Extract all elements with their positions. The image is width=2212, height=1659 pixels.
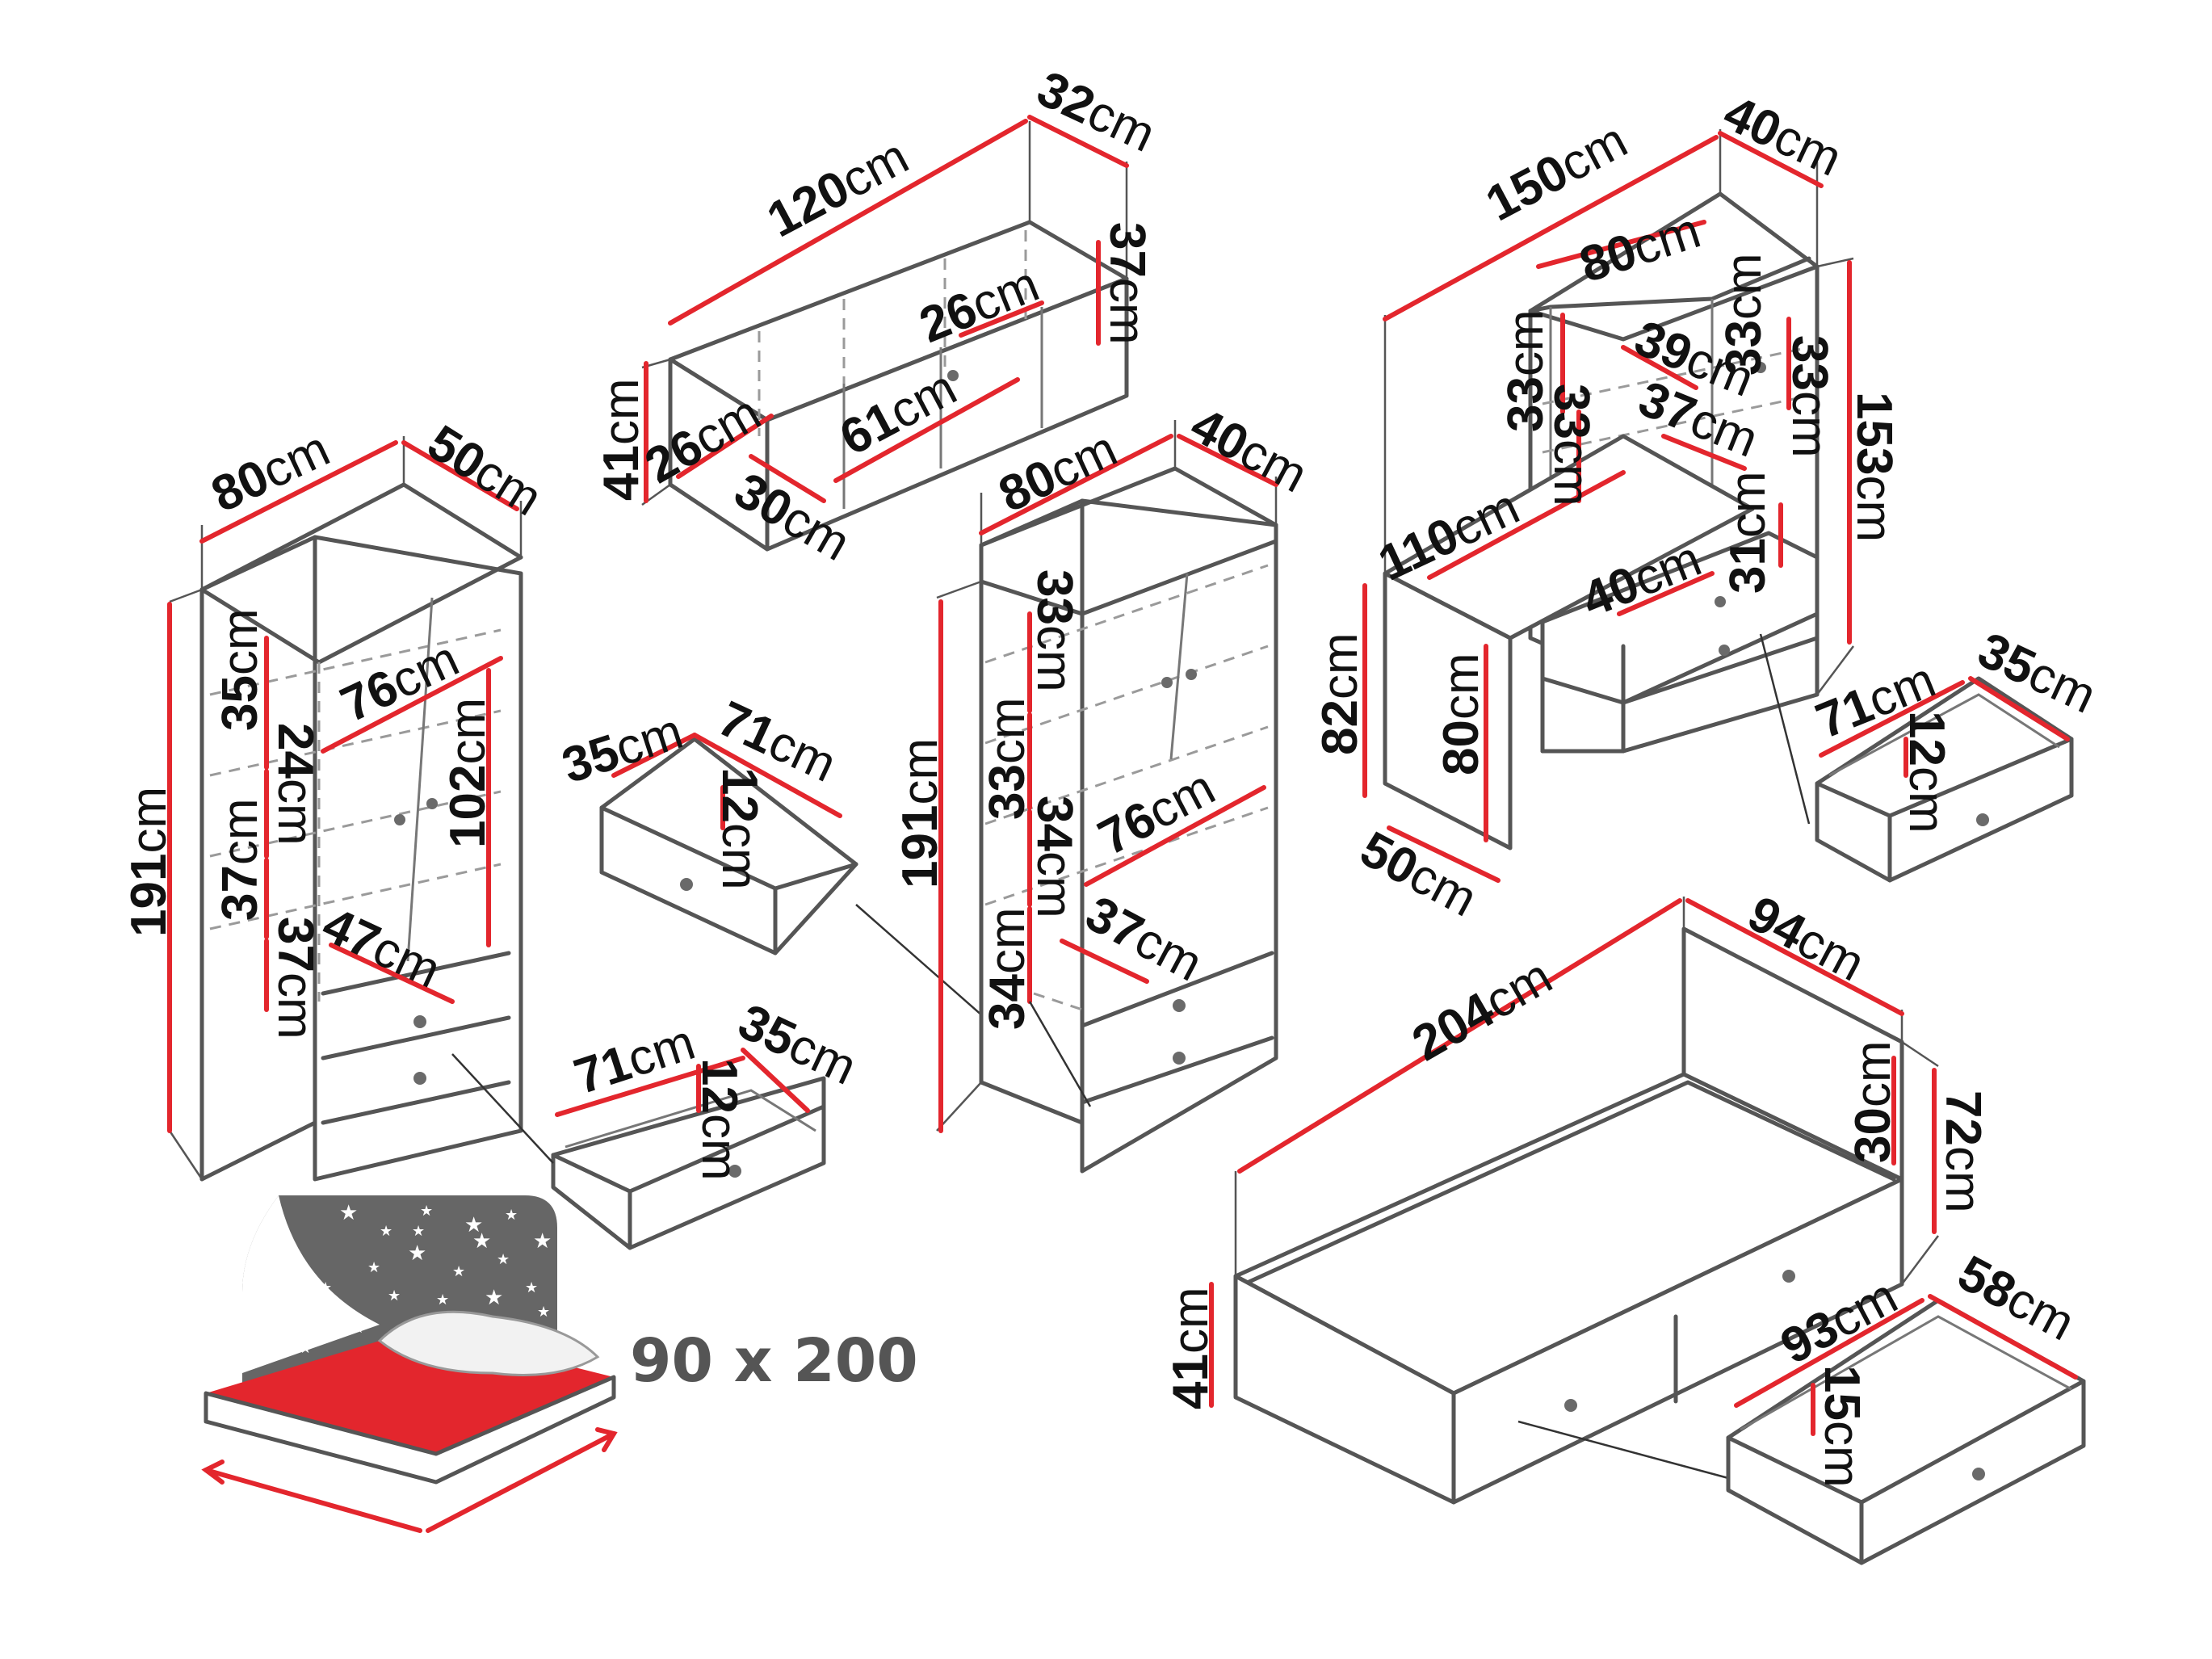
star-icon: ★ [299, 1340, 312, 1357]
star-icon: ★ [339, 1201, 358, 1225]
star-icon: ★ [388, 1287, 401, 1304]
star-icon: ★ [380, 1223, 392, 1240]
star-icon: ★ [436, 1292, 449, 1308]
dim-desk-leg-height: 80cm [1433, 653, 1489, 775]
dim-desk-side-height: 31cm [1720, 471, 1776, 594]
bed-size-icon: ★★★★★★★★★★★★★★★★★★★★ 90 x 200 [201, 1195, 918, 1533]
dim-bed-height: 41cm [1163, 1287, 1219, 1409]
bed [1209, 897, 1939, 1505]
star-icon: ★ [347, 1314, 366, 1338]
dim-desk-shelf-c: 33cm [1716, 253, 1772, 376]
dim-hanging-depth: 32cm [1029, 61, 1164, 163]
dim-bed-back-height: 30cm [1845, 1040, 1901, 1163]
star-icon: ★ [485, 1286, 503, 1310]
star-icon: ★ [367, 1259, 380, 1276]
star-icon: ★ [537, 1304, 550, 1321]
dim-desk-drawer-height: 12cm [1899, 711, 1954, 834]
dim-shelf-depth: 40cm [1182, 397, 1316, 503]
star-icon: ★ [452, 1263, 465, 1280]
dim-desk-top-height: 153cm [1846, 392, 1902, 542]
dim-shelf-comp-c: 34cm [1026, 796, 1082, 918]
dim-wardrobe-shelf-c: 37cm [212, 798, 268, 921]
desk [1362, 129, 1854, 883]
dim-desk-leg-depth: 50cm [1351, 821, 1485, 927]
wardrobe [167, 436, 523, 1182]
star-icon: ★ [408, 1241, 426, 1266]
star-icon: ★ [525, 1279, 538, 1296]
dim-wardrobe-shelf-b: 24cm [267, 723, 323, 846]
star-icon: ★ [412, 1223, 425, 1240]
dim-wardrobe-height: 191cm [121, 787, 177, 937]
dim-desk-shelf-d: 33cm [1782, 335, 1837, 458]
dim-hanging-height: 41cm [594, 378, 649, 501]
dim-hanging-right-height: 37cm [1099, 222, 1155, 345]
bed-size-label: 90 x 200 [630, 1326, 918, 1396]
star-icon: ★ [533, 1229, 552, 1254]
moon-icon [242, 1195, 380, 1373]
star-icon: ★ [497, 1251, 510, 1268]
dim-desk-depth: 40cm [1715, 85, 1850, 187]
dim-shelf-comp-b: 33cm [980, 697, 1035, 820]
dim-wardrobe-depth: 50cm [418, 414, 552, 527]
dim-small-drawer-height: 12cm [711, 767, 767, 890]
star-icon: ★ [319, 1279, 332, 1296]
dim-shelf-comp-d: 34cm [980, 907, 1035, 1030]
desk-drawer [1815, 676, 2074, 883]
bookshelf [936, 420, 1278, 1174]
pillow-icon [377, 1310, 600, 1376]
dim-wardrobe-drawer-depth: 35cm [730, 993, 865, 1096]
dim-bed-drawer-height: 15cm [1814, 1365, 1870, 1488]
star-icon: ★ [420, 1203, 433, 1220]
dim-desk-total-width: 150cm [1477, 112, 1636, 232]
dim-desk-shelf-a: 33cm [1498, 309, 1554, 432]
dim-shelf-height: 191cm [892, 738, 948, 888]
dim-wardrobe-inner-height: 102cm [440, 698, 496, 848]
star-icon: ★ [464, 1213, 483, 1237]
star-icon: ★ [505, 1207, 518, 1224]
hanging-cabinet [641, 115, 1129, 552]
stars-icon: ★★★★★★★★★★★★★★★★★★★★ [299, 1201, 552, 1357]
small-drawer [599, 733, 1091, 1111]
dim-shelf-comp-a: 33cm [1026, 569, 1082, 692]
dim-wardrobe-shelf-a: 35cm [212, 608, 268, 731]
dim-desk-shelf-b: 33cm [1543, 384, 1599, 506]
dim-wardrobe-shelf-d: 37cm [267, 917, 323, 1040]
wardrobe-drawer [451, 1048, 826, 1250]
bed-drawer [1726, 1294, 2086, 1565]
dim-bed-length: 204cm [1404, 948, 1562, 1072]
dim-desk-height: 82cm [1312, 632, 1368, 755]
star-icon: ★ [472, 1229, 491, 1254]
dim-wardrobe-drawer-height: 12cm [691, 1058, 747, 1181]
dim-bed-head-height: 72cm [1935, 1090, 1991, 1213]
